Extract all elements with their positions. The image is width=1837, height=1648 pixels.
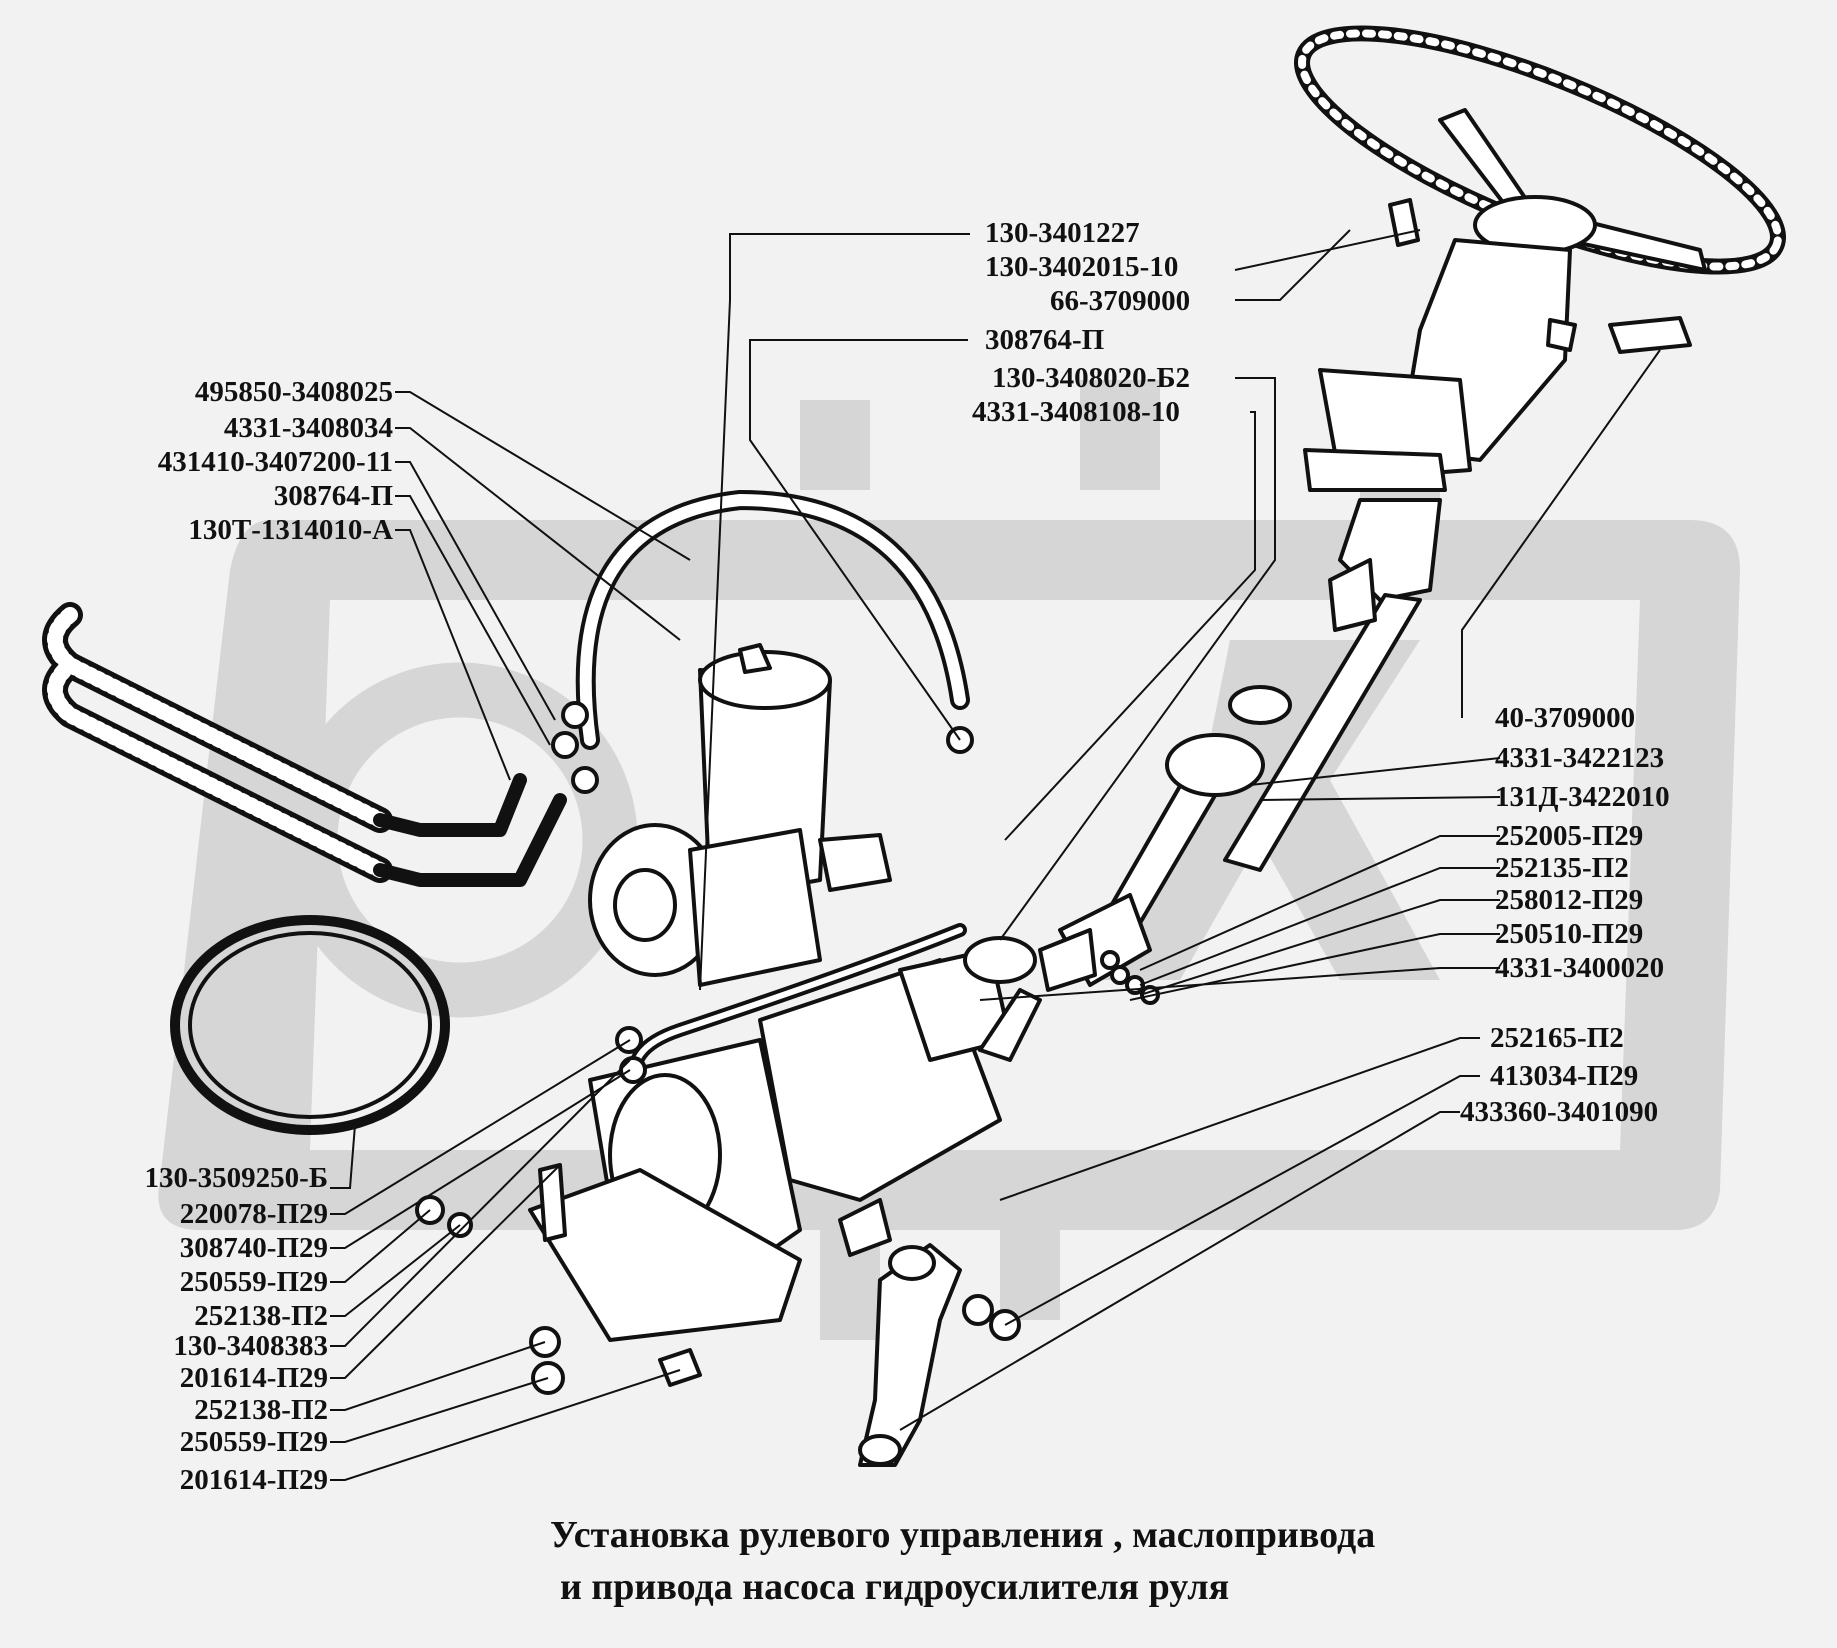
part-label: 433360-3401090 <box>1460 1096 1659 1128</box>
parts-drawing <box>42 25 1786 1467</box>
part-label: 413034-П29 <box>1490 1060 1639 1092</box>
drive-belt <box>170 915 450 1135</box>
oil-cooler <box>42 602 567 887</box>
part-label: 4331-3408108-10 <box>972 396 1180 428</box>
part-label: 40-3709000 <box>1495 702 1636 734</box>
part-label: 4331-3400020 <box>1495 952 1665 984</box>
part-label: 66-3709000 <box>1050 285 1191 317</box>
part-label: 201614-П29 <box>179 1362 328 1394</box>
part-label: 130-3509250-Б <box>144 1162 329 1194</box>
hydraulic-hoses <box>575 490 970 1097</box>
part-label: 308764-П <box>985 324 1105 356</box>
part-label: 220078-П29 <box>179 1198 328 1230</box>
part-label: 258012-П29 <box>1495 884 1644 916</box>
part-label: 250559-П29 <box>179 1266 328 1298</box>
part-label: 250510-П29 <box>1495 918 1644 950</box>
part-label: 252138-П2 <box>194 1394 328 1426</box>
fasteners <box>415 701 1120 1395</box>
steering-gear <box>528 936 1042 1342</box>
part-label: 130-3402015-10 <box>985 251 1179 283</box>
part-label: 130-3408383 <box>173 1330 328 1362</box>
caption-line-1: Установка рулевого управления , маслопри… <box>550 1514 1376 1556</box>
intermediate-shaft <box>1038 685 1292 1005</box>
part-label: 252135-П2 <box>1495 852 1629 884</box>
pitman-arm <box>838 1198 962 1467</box>
part-label: 250559-П29 <box>179 1426 328 1458</box>
part-label: 130-3401227 <box>985 217 1140 249</box>
part-label: 252005-П29 <box>1495 820 1644 852</box>
part-label: 130-3408020-Б2 <box>992 362 1190 394</box>
caption-line-2: и привода насоса гидроусилителя руля <box>560 1566 1230 1608</box>
part-label: 130Т-1314010-А <box>188 514 393 546</box>
part-label: 431410-3407200-11 <box>157 446 393 478</box>
part-label: 252165-П2 <box>1490 1022 1624 1054</box>
part-label: 252138-П2 <box>194 1300 328 1332</box>
part-label: 495850-3408025 <box>194 376 393 408</box>
part-label: 308740-П29 <box>179 1232 328 1264</box>
steering-wheel <box>1294 25 1786 275</box>
leader-lines <box>330 229 1661 1481</box>
power-steering-pump <box>588 643 892 987</box>
part-label: 131Д-3422010 <box>1495 781 1670 813</box>
part-label: 4331-3408034 <box>223 412 393 444</box>
part-label: 201614-П29 <box>179 1464 328 1496</box>
part-label: 4331-3422123 <box>1495 742 1665 774</box>
steering-column <box>1223 198 1692 872</box>
part-label: 308764-П <box>273 480 393 512</box>
